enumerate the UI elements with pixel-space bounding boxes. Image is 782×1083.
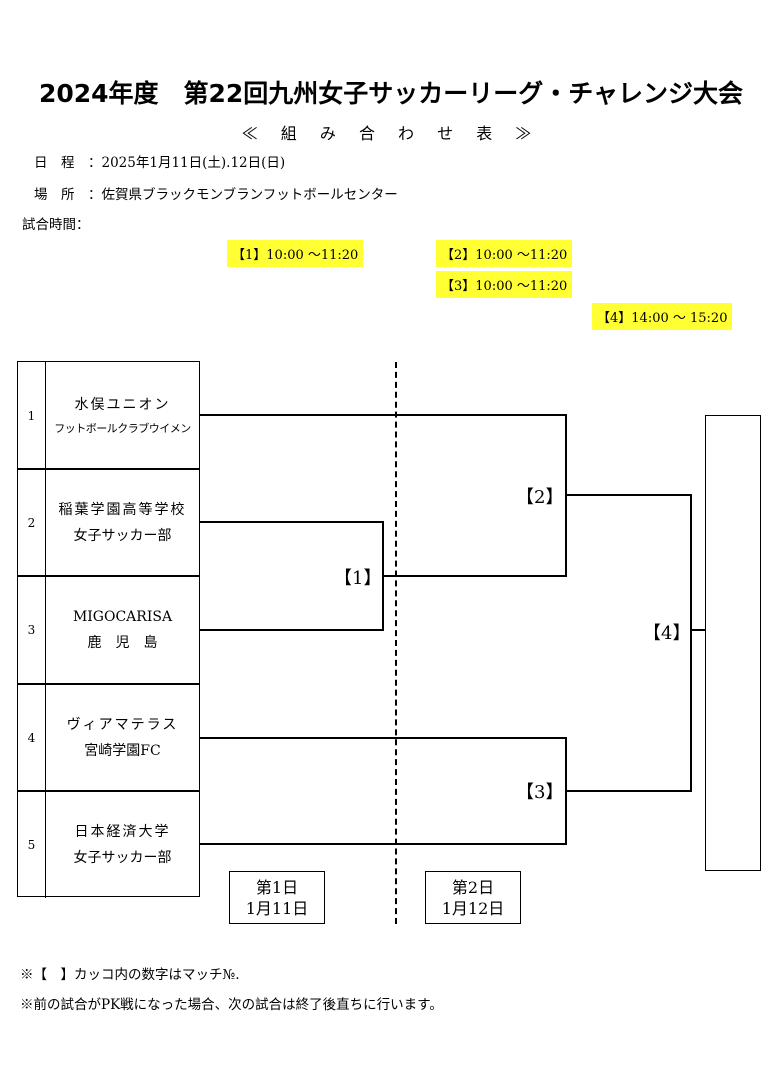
bracket-line	[382, 575, 566, 577]
match-time-4: 【4】14:00 ～ 15:20	[592, 303, 733, 330]
day-box-date: 1月11日	[245, 898, 309, 918]
bracket-line	[565, 790, 691, 792]
day-divider	[395, 362, 397, 924]
team-name: MIGOCARISA 鹿 児 島	[46, 576, 199, 683]
team-name-line2: 宮崎学園FC	[84, 742, 161, 759]
day-box-1: 第1日 1月11日	[229, 871, 325, 924]
match-time-1: 【1】10:00 ～11:20	[227, 240, 364, 267]
bracket-line	[565, 414, 567, 577]
row-divider	[18, 790, 199, 792]
team-number: 1	[18, 362, 46, 469]
match-label-2: 【2】	[516, 487, 564, 508]
team-name: ヴィアマテラス 宮崎学園FC	[46, 684, 199, 791]
team-name-line2: 鹿 児 島	[87, 634, 158, 651]
match-label-4: 【4】	[643, 623, 691, 644]
bracket-line	[200, 843, 566, 845]
team-table: 1 水俣ユニオン フットボールクラブウイメン 2 稲葉学園高等学校 女子サッカー…	[17, 361, 200, 898]
team-name-line1: 水俣ユニオン	[74, 396, 171, 413]
bracket-line	[200, 737, 566, 739]
match-time-2: 【2】10:00 ～11:20	[436, 240, 573, 267]
day-box-2: 第2日 1月12日	[425, 871, 521, 924]
date-label: 日 程	[34, 155, 75, 171]
team-name: 水俣ユニオン フットボールクラブウイメン	[46, 362, 199, 469]
team-name-line2: 女子サッカー部	[73, 527, 172, 544]
team-number: 2	[18, 469, 46, 576]
note-pk: ※前の試合がPK戦になった場合、次の試合は終了後直ちに行います。	[20, 997, 443, 1013]
bracket-line	[690, 494, 692, 792]
team-name-line2: 女子サッカー部	[73, 849, 172, 866]
day-box-title: 第1日	[255, 877, 299, 897]
note-match-number: ※【 】カッコ内の数字はマッチ№.	[20, 967, 240, 983]
day-box-date: 1月12日	[441, 898, 505, 918]
row-divider	[18, 683, 199, 685]
team-name-line1: ヴィアマテラス	[66, 716, 179, 733]
team-name: 稲葉学園高等学校 女子サッカー部	[46, 469, 199, 576]
row-divider	[18, 575, 199, 577]
venue-value: ：佐賀県ブラックモンブランフットボールセンター	[88, 187, 398, 203]
venue-label: 場 所	[34, 187, 75, 203]
team-name: 日本経済大学 女子サッカー部	[46, 791, 199, 898]
team-row-4: 4 ヴィアマテラス 宮崎学園FC	[18, 684, 199, 791]
bracket-line	[200, 521, 383, 523]
day-box-title: 第2日	[451, 877, 495, 897]
bracket-line	[565, 494, 691, 496]
match-label-1: 【1】	[334, 568, 382, 589]
team-number: 4	[18, 684, 46, 791]
date-value: ：2025年1月11日(土).12日(日)	[88, 155, 286, 171]
match-time-3: 【3】10:00 ～11:20	[436, 271, 573, 298]
champion-box	[705, 415, 761, 871]
team-row-2: 2 稲葉学園高等学校 女子サッカー部	[18, 469, 199, 576]
team-name-line1: MIGOCARISA	[72, 608, 173, 625]
team-name-line1: 日本経済大学	[74, 823, 171, 840]
page-title: 2024年度 第22回九州女子サッカーリーグ・チャレンジ大会	[38, 79, 744, 108]
team-name-line1: 稲葉学園高等学校	[58, 501, 187, 518]
team-name-line2: フットボールクラブウイメン	[54, 421, 191, 435]
page-subtitle: ≪ 組 み 合 わ せ 表 ≫	[241, 124, 541, 143]
time-label: 試合時間：	[22, 217, 90, 233]
team-row-3: 3 MIGOCARISA 鹿 児 島	[18, 576, 199, 683]
row-divider	[18, 468, 199, 470]
team-number: 3	[18, 576, 46, 683]
team-row-1: 1 水俣ユニオン フットボールクラブウイメン	[18, 362, 199, 469]
bracket-line	[200, 414, 566, 416]
bracket-line	[200, 629, 383, 631]
match-label-3: 【3】	[516, 782, 564, 803]
bracket-line	[690, 629, 705, 631]
team-number: 5	[18, 791, 46, 898]
team-row-5: 5 日本経済大学 女子サッカー部	[18, 791, 199, 898]
